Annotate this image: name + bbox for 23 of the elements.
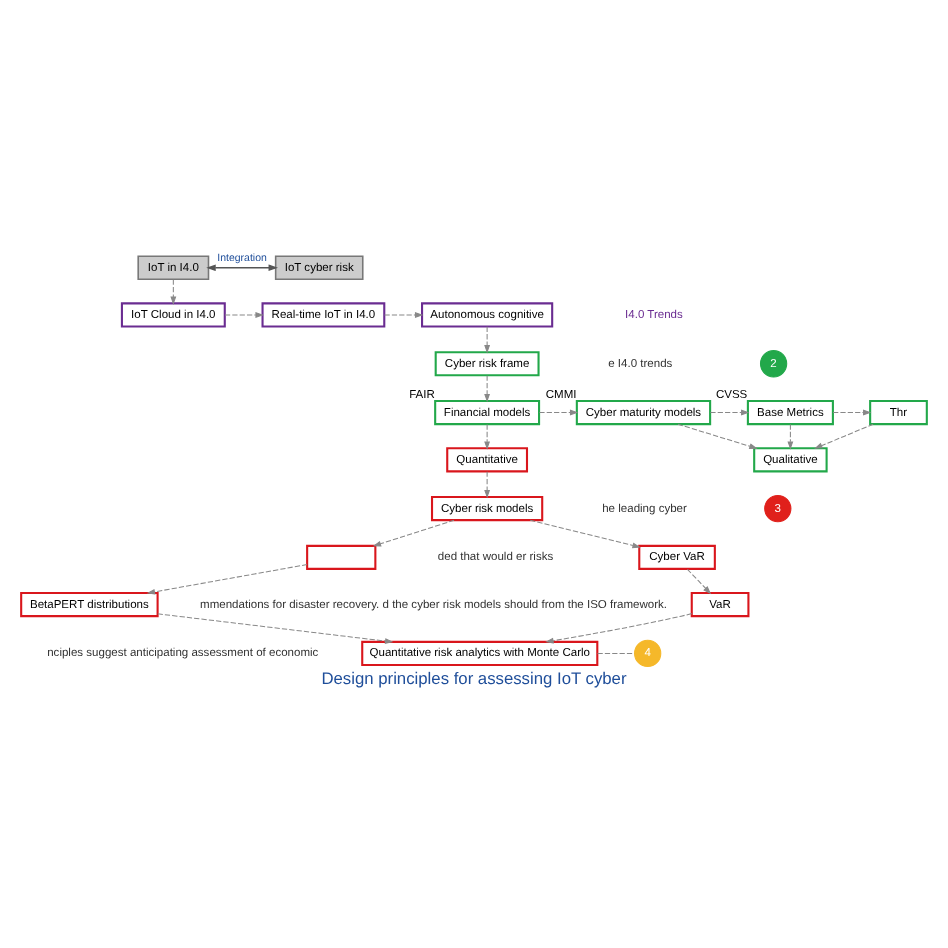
arrow <box>529 518 641 548</box>
arrow <box>545 612 693 643</box>
diagram-title: Design principles for assessing IoT cyber <box>321 667 627 688</box>
arrow <box>832 408 872 415</box>
arrow <box>383 311 424 317</box>
arrow <box>484 423 491 449</box>
arrow <box>484 374 491 402</box>
arrow <box>170 278 177 304</box>
node-box <box>306 543 377 569</box>
arrow <box>484 470 491 498</box>
arrow <box>157 612 394 643</box>
arrow <box>484 325 491 353</box>
arrow <box>538 408 579 415</box>
arrow <box>372 518 455 546</box>
arrow <box>206 263 278 271</box>
arrow <box>686 567 712 594</box>
arrow <box>146 563 308 594</box>
arrow <box>677 422 758 449</box>
connector <box>597 651 635 653</box>
arrow <box>814 422 874 448</box>
arrow <box>709 408 750 415</box>
arrow <box>787 423 794 449</box>
arrow <box>224 311 264 317</box>
